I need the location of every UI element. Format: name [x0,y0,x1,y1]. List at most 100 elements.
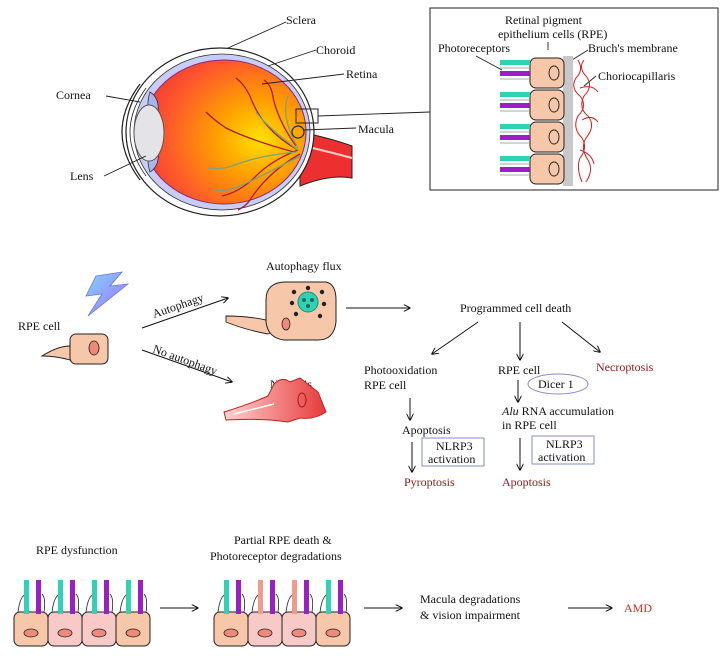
rpe-nucleus [57,628,73,638]
cone-photoreceptor [36,580,41,614]
lightning-bolt-icon [85,271,130,317]
label-programmed-cell-death: Programmed cell death [460,301,571,315]
inset-cone [500,71,530,76]
cone-photoreceptor [70,580,75,614]
nlrp3-box-left [421,437,485,467]
rpe-nucleus [257,628,273,638]
rod-photoreceptor [326,580,331,614]
cone-photoreceptor [236,580,241,614]
necrotic-cell [223,377,327,423]
cell-process [41,593,46,613]
rod-photoreceptor [126,580,131,614]
cell-process [143,593,148,613]
label-lens: Lens [70,169,94,183]
dicer-oval [527,373,589,395]
rod-photoreceptor [292,580,297,614]
label-choriocapillaris: Choriocapillaris [598,69,676,83]
rod-photoreceptor [224,580,229,614]
label-autophagy: Autophagy [150,290,205,321]
rpe-nucleus [223,628,239,638]
label-macula-2: & vision impairment [420,608,521,622]
choriocapillaris-vessels [573,59,599,183]
label-alu-2: in RPE cell [502,418,557,432]
label-cornea: Cornea [56,88,91,102]
label-rpe-2: epithelium cells (RPE) [498,27,607,41]
cone-photoreceptor [338,580,343,614]
cell-process [75,593,80,613]
inset-rod [500,156,530,161]
autophagy-cell [225,281,337,341]
cone-photoreceptor [104,580,109,614]
inset-rpe-nucleus [548,129,560,145]
label-pyroptosis: Pyroptosis [404,475,455,489]
label-dicer: Dicer 1 [538,377,574,391]
inset-rod [500,92,530,97]
cell-process [275,593,280,613]
inset-cells [500,57,565,185]
cornea [121,83,141,181]
label-photooxidation-2: RPE cell [364,378,407,392]
label-nlrp3-left-2: activation [428,452,475,466]
inset-cone [500,135,530,140]
eye-illustration: Sclera Choroid Retina Macula Cornea Lens [56,13,431,217]
label-nlrp3-right-2: activation [538,450,585,464]
rpe-nucleus [23,628,39,638]
label-macula: Macula [358,122,395,136]
inset-cone [500,103,530,108]
healthy-rpe-group [13,580,151,647]
rpe-nucleus [291,628,307,638]
cone-photoreceptor [304,580,309,614]
label-apoptosis-right: Apoptosis [502,475,551,489]
label-apoptosis-left: Apoptosis [402,423,451,437]
inset-rpe-nucleus [548,161,560,177]
cell-process [309,593,314,613]
lens [133,104,165,162]
inset-cell-process [500,163,530,176]
label-rpe-1: Retinal pigment [505,13,583,27]
label-alu-rest: RNA accumulation [519,404,614,418]
rod-photoreceptor [258,580,263,614]
inset-cell-process [500,131,530,144]
label-partial-2: Photoreceptor degradations [210,549,342,563]
rod-photoreceptor [24,580,29,614]
cell-process [109,593,114,613]
label-amd: AMD [624,601,652,615]
retinal-vessels [205,77,301,211]
cone-photoreceptor [270,580,275,614]
label-rpe-dysfunction: RPE dysfunction [36,543,118,557]
cell-fate-pathway: RPE cell Autophagy No autophagy Autophag… [18,259,654,489]
label-rpe-cell-2: RPE cell [498,363,541,377]
label-macula-1: Macula degradations [420,592,521,606]
rod-photoreceptor [92,580,97,614]
cone-photoreceptor [138,580,143,614]
label-autophagy-flux: Autophagy flux [266,259,342,273]
label-choroid: Choroid [316,43,355,57]
rpe-cell-start [40,333,109,365]
inset-rod [500,60,530,65]
bruchs-membrane [563,56,573,186]
degraded-rpe-group [213,580,351,647]
label-nlrp3-right-1: NLRP3 [546,437,583,451]
label-no-autophagy: No autophagy [151,342,219,378]
label-sclera: Sclera [286,13,317,27]
label-bruchs: Bruch's membrane [588,41,678,55]
label-partial-1: Partial RPE death & [234,533,332,547]
label-rpe-cell: RPE cell [18,319,61,333]
inset-cone [500,167,530,172]
macula-marker [291,125,305,139]
inset-rod [500,124,530,129]
inset-frame [429,7,719,191]
rod-photoreceptor [58,580,63,614]
label-photoreceptors: Photoreceptors [438,41,510,55]
inset-rpe-nucleus [548,97,560,113]
rpe-nucleus [125,628,141,638]
nlrp3-box-right [531,435,595,465]
label-alu-italic: Alu [501,404,519,418]
disease-progression: RPE dysfunction Partial RPE death & Phot… [13,533,652,647]
cell-process [343,593,348,613]
label-photooxidation-1: Photooxidation [364,363,437,377]
rpe-nucleus [325,628,341,638]
label-necroptosis: Necroptosis [596,360,654,374]
label-retina: Retina [346,67,378,81]
